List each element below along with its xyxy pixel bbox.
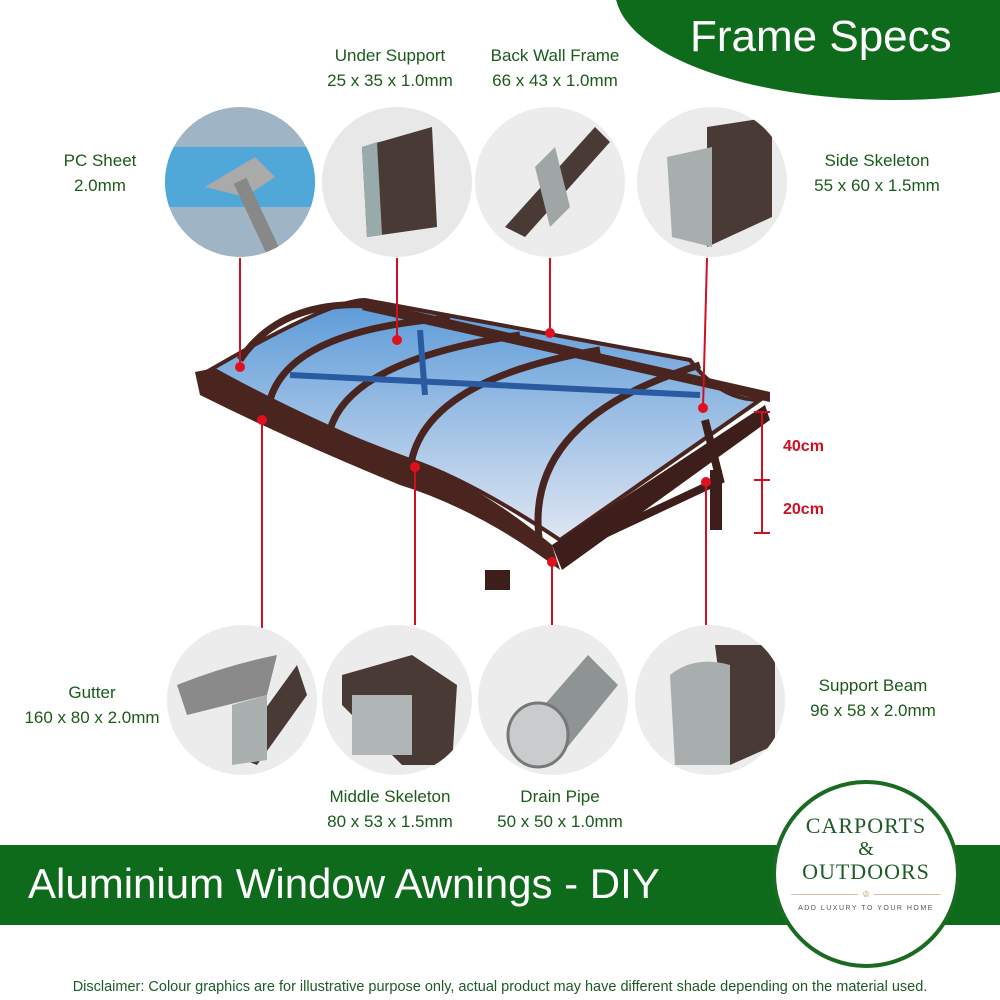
pc-sheet-label: PC Sheet 2.0mm bbox=[64, 148, 137, 198]
awning bbox=[195, 297, 770, 590]
gutter-image bbox=[167, 625, 317, 775]
logo-line3: OUTDOORS bbox=[802, 859, 930, 884]
dimension-upper: 40cm bbox=[783, 438, 824, 455]
component-spec: 25 x 35 x 1.0mm bbox=[327, 71, 453, 90]
component-spec: 2.0mm bbox=[74, 176, 126, 195]
support-beam-image bbox=[635, 625, 785, 775]
page-title: Frame Specs bbox=[690, 12, 952, 61]
drain-pipe-image bbox=[478, 625, 628, 775]
logo-line2: & bbox=[858, 838, 874, 860]
drain-pipe-label: Drain Pipe 50 x 50 x 1.0mm bbox=[497, 784, 623, 834]
component-name: Middle Skeleton bbox=[329, 787, 451, 806]
callout-lines bbox=[239, 257, 770, 630]
component-name: Gutter bbox=[68, 683, 116, 702]
pc-sheet-image bbox=[165, 107, 315, 257]
component-name: PC Sheet bbox=[63, 151, 137, 170]
component-spec: 55 x 60 x 1.5mm bbox=[814, 176, 940, 195]
logo-tagline: ADD LUXURY TO YOUR HOME bbox=[798, 905, 934, 912]
back-wall-frame-label: Back Wall Frame 66 x 43 x 1.0mm bbox=[491, 43, 620, 93]
divider-line-left bbox=[791, 893, 858, 895]
component-spec: 160 x 80 x 2.0mm bbox=[24, 708, 160, 727]
component-spec: 50 x 50 x 1.0mm bbox=[497, 812, 623, 831]
component-spec: 66 x 43 x 1.0mm bbox=[492, 71, 618, 90]
dimension-lower: 20cm bbox=[783, 501, 824, 518]
middle-skeleton-label: Middle Skeleton 80 x 53 x 1.5mm bbox=[327, 784, 453, 834]
component-name: Side Skeleton bbox=[824, 151, 930, 170]
crown-icon: ♔ bbox=[861, 889, 871, 899]
component-name: Back Wall Frame bbox=[490, 46, 620, 65]
divider-line-right bbox=[874, 893, 942, 895]
under-support-image bbox=[322, 107, 472, 257]
back-wall-frame-image bbox=[475, 107, 625, 257]
disclaimer: Disclaimer: Colour graphics are for illu… bbox=[72, 979, 928, 995]
support-beam-label: Support Beam 96 x 58 x 2.0mm bbox=[810, 673, 936, 723]
callout-dots bbox=[235, 328, 711, 567]
component-name: Support Beam bbox=[818, 676, 928, 695]
middle-skeleton-image bbox=[322, 625, 472, 775]
side-skeleton-image bbox=[637, 107, 787, 257]
side-skeleton-label: Side Skeleton 55 x 60 x 1.5mm bbox=[814, 148, 940, 198]
logo-divider: ♔ bbox=[791, 888, 942, 900]
component-name: Under Support bbox=[334, 46, 446, 65]
component-spec: 96 x 58 x 2.0mm bbox=[810, 701, 936, 720]
banner-title: Aluminium Window Awnings - DIY bbox=[28, 860, 660, 907]
brand-logo: CARPORTS & OUTDOORS ♔ ADD LUXURY TO YOUR… bbox=[772, 780, 960, 968]
component-name: Drain Pipe bbox=[520, 787, 600, 806]
under-support-label: Under Support 25 x 35 x 1.0mm bbox=[327, 43, 453, 93]
logo-line1: CARPORTS bbox=[805, 813, 927, 838]
gutter-label: Gutter 160 x 80 x 2.0mm bbox=[24, 680, 159, 730]
component-spec: 80 x 53 x 1.5mm bbox=[327, 812, 453, 831]
